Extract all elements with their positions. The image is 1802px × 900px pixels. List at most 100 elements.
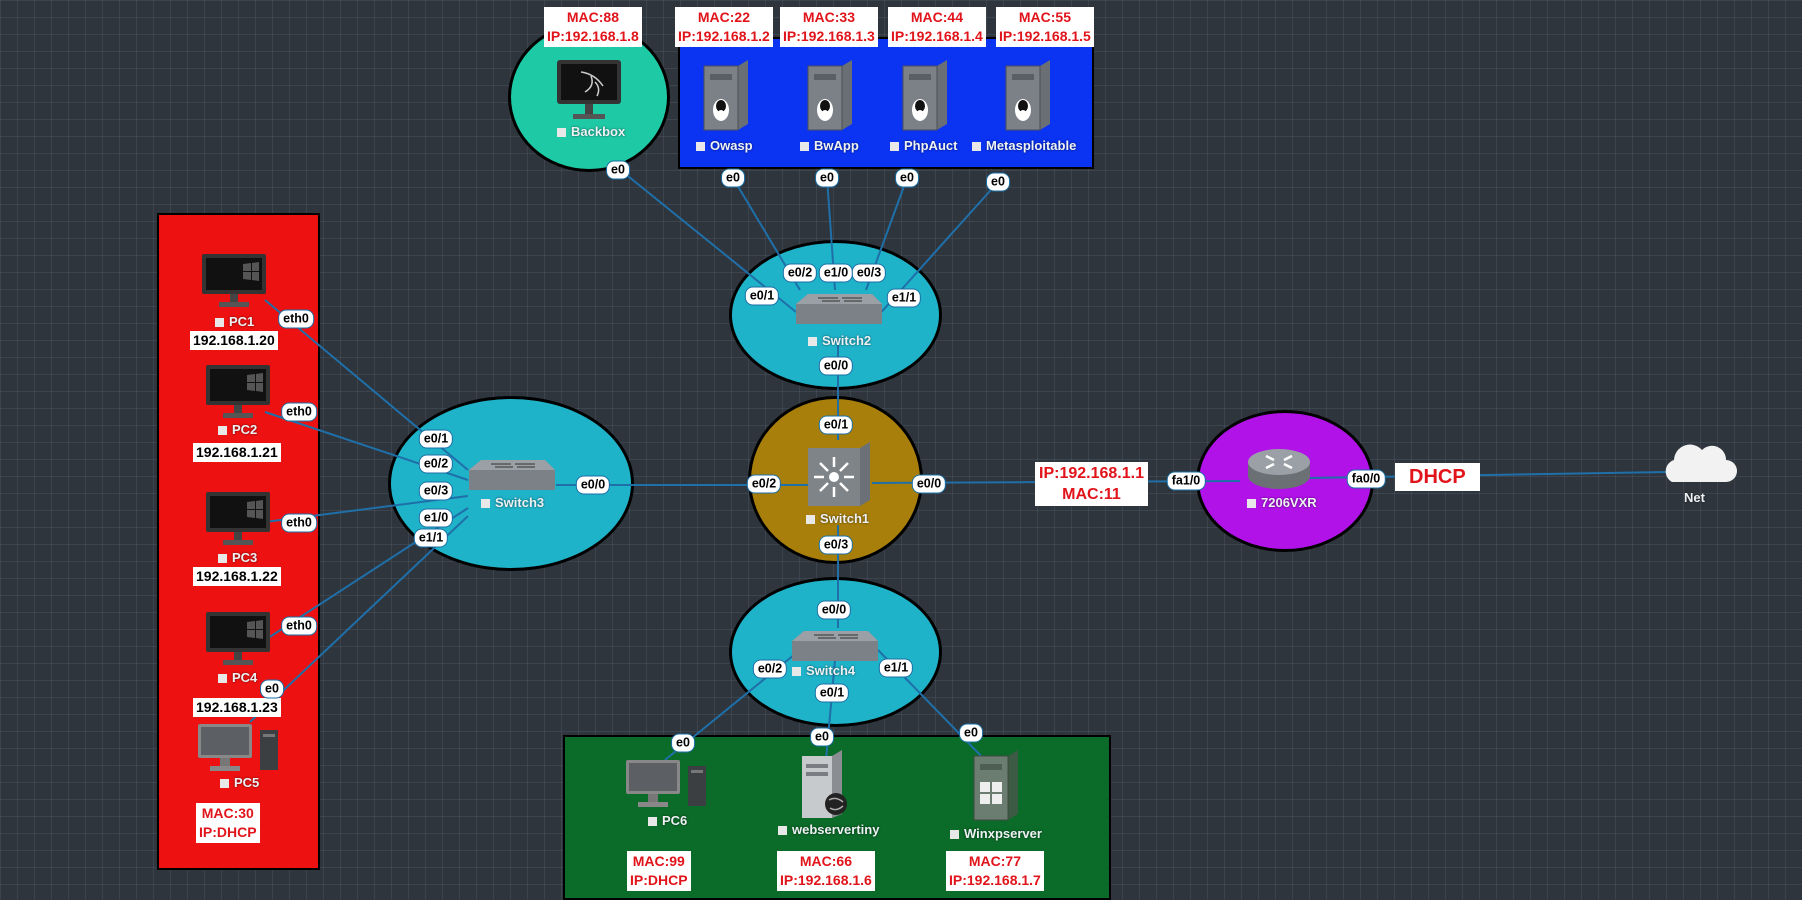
port-switch3-e0-3[interactable]: e0/3 [418,481,454,501]
pc5-info-tag: MAC:30 IP:DHCP [196,803,260,843]
port-switch2-e0-3[interactable]: e0/3 [851,263,887,283]
port-bwapp-e0[interactable]: e0 [815,168,839,188]
pc6-ip: IP:DHCP [630,872,688,888]
pc1-label: PC1 [215,314,254,329]
pc2-node[interactable] [203,363,273,421]
port-switch3-e1-0[interactable]: e1/0 [418,508,454,528]
port-pc3-eth0[interactable]: eth0 [281,513,317,533]
backbox-mac: MAC:88 [566,9,619,25]
owasp-label: Owasp [696,138,753,153]
router-label: 7206VXR [1247,495,1317,510]
webservertiny-info-tag: MAC:66 IP:192.168.1.6 [777,851,875,891]
port-pc5-e0[interactable]: e0 [260,679,284,699]
linux-server-icon [1005,60,1050,131]
bwapp-mac: MAC:33 [802,9,855,25]
port-phpauct-e0[interactable]: e0 [895,168,919,188]
switch-icon [792,631,878,661]
webservertiny-node[interactable] [796,748,856,818]
bwapp-info-tag: MAC:33 IP:192.168.1.3 [780,7,878,47]
metasploitable-ip: IP:192.168.1.5 [999,28,1091,44]
port-webservertiny-e0[interactable]: e0 [810,727,834,747]
pc1-node[interactable] [199,252,269,310]
pc5-label: PC5 [220,775,259,790]
pc2-ip: 192.168.1.21 [193,443,281,462]
port-router-fa0-0[interactable]: fa0/0 [1346,469,1386,489]
port-router-fa1-0[interactable]: fa1/0 [1166,471,1206,491]
port-switch3-e0-1[interactable]: e0/1 [418,429,454,449]
switch2-node[interactable] [794,290,884,330]
winxpserver-node[interactable] [968,748,1024,824]
winxpserver-ip: IP:192.168.1.7 [949,872,1041,888]
bwapp-ip: IP:192.168.1.3 [783,28,875,44]
router-info-tag: IP:192.168.1.1 MAC:11 [1035,462,1148,506]
phpauct-label: PhpAuct [890,138,957,153]
owasp-node[interactable] [698,58,754,134]
linux-server-icon [902,60,947,131]
pc5-mac: MAC:30 [201,805,254,821]
pc5-node[interactable] [196,722,284,774]
port-switch4-e0-0[interactable]: e0/0 [816,600,852,620]
port-switch2-e1-0[interactable]: e1/0 [818,263,854,283]
pc4-node[interactable] [203,610,273,668]
backbox-node[interactable] [551,58,627,124]
port-switch1-e0-1[interactable]: e0/1 [818,415,854,435]
port-switch1-e0-2[interactable]: e0/2 [746,474,782,494]
net-node[interactable] [1658,440,1738,490]
port-switch3-e1-1[interactable]: e1/1 [413,528,449,548]
port-switch4-e0-1[interactable]: e0/1 [814,683,850,703]
metasploitable-label: Metasploitable [972,138,1076,153]
monitor-icon [202,254,266,307]
cloud-icon [1665,444,1737,482]
phpauct-node[interactable] [897,58,953,134]
winxpserver-label: Winxpserver [950,826,1042,841]
port-owasp-e0[interactable]: e0 [721,168,745,188]
port-switch2-e0-1[interactable]: e0/1 [744,286,780,306]
windows-server-icon [973,750,1018,821]
port-pc6-e0[interactable]: e0 [671,733,695,753]
metasploitable-node[interactable] [1000,58,1056,134]
switch3-node[interactable] [467,456,557,496]
port-pc1-eth0[interactable]: eth0 [278,309,314,329]
linux-server-icon [703,60,748,131]
port-metasploitable-e0[interactable]: e0 [986,172,1010,192]
bwapp-node[interactable] [802,58,858,134]
port-switch3-e0-0[interactable]: e0/0 [575,475,611,495]
metasploitable-mac: MAC:55 [1018,9,1071,25]
port-pc4-eth0[interactable]: eth0 [281,616,317,636]
desktop-pc-icon [626,760,706,807]
monitor-icon [206,612,270,665]
router-ip: IP:192.168.1.1 [1039,465,1144,482]
port-switch1-e0-3[interactable]: e0/3 [818,535,854,555]
router-icon [1248,449,1310,489]
switch1-node[interactable] [804,440,872,508]
pc4-ip: 192.168.1.23 [193,698,281,717]
port-switch4-e1-1[interactable]: e1/1 [878,658,914,678]
switch2-label: Switch2 [808,333,871,348]
pc3-label: PC3 [218,550,257,565]
router-node[interactable] [1246,446,1312,492]
monitor-icon [206,492,270,545]
monitor-icon [557,60,621,119]
pc1-ip: 192.168.1.20 [190,331,278,350]
port-switch1-e0-0[interactable]: e0/0 [911,474,947,494]
winxpserver-info-tag: MAC:77 IP:192.168.1.7 [946,851,1044,891]
owasp-info-tag: MAC:22 IP:192.168.1.2 [675,7,773,47]
pc3-node[interactable] [203,490,273,548]
port-switch3-e0-2[interactable]: e0/2 [418,454,454,474]
switch4-node[interactable] [790,627,880,667]
backbox-label: Backbox [557,124,625,139]
port-winxpserver-e0[interactable]: e0 [959,723,983,743]
port-switch2-e0-2[interactable]: e0/2 [782,263,818,283]
switch-icon [796,294,882,324]
switch3-label: Switch3 [481,495,544,510]
port-switch2-e1-1[interactable]: e1/1 [886,288,922,308]
port-backbox-e0[interactable]: e0 [606,160,630,180]
phpauct-ip: IP:192.168.1.4 [891,28,983,44]
pc6-node[interactable] [624,758,712,810]
webservertiny-label: webservertiny [778,822,879,837]
port-switch2-e0-0[interactable]: e0/0 [818,356,854,376]
port-switch4-e0-2[interactable]: e0/2 [752,659,788,679]
port-pc2-eth0[interactable]: eth0 [281,402,317,422]
owasp-ip: IP:192.168.1.2 [678,28,770,44]
webservertiny-mac: MAC:66 [799,853,852,869]
